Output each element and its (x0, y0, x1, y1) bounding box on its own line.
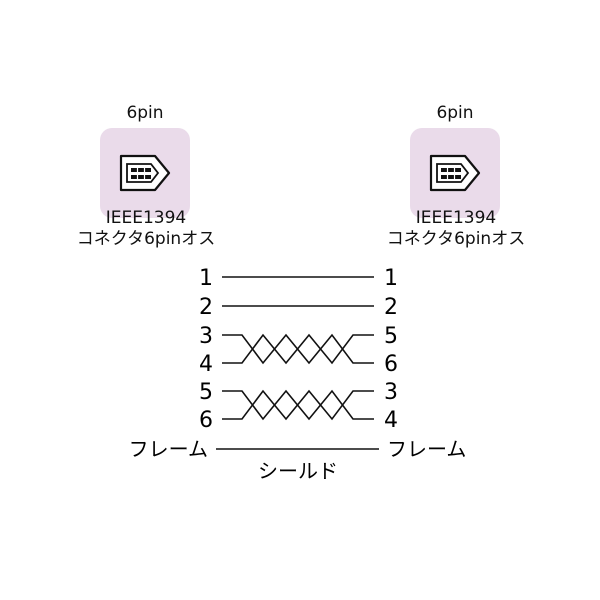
frame-label-left: フレーム (129, 437, 208, 461)
right-pin-3: 3 (384, 380, 398, 405)
left-connector-title-line1: IEEE1394 (105, 208, 187, 228)
shield-label: シールド (258, 459, 338, 483)
left-pin-6: 6 (199, 408, 213, 433)
right-connector-title-line2: コネクタ6pinオス (386, 229, 526, 249)
right-connector-title-line1: IEEE1394 (415, 208, 497, 228)
left-connector-box (100, 128, 190, 218)
right-pin-label: 6pin (436, 103, 474, 123)
right-connector-title: IEEE1394 コネクタ6pinオス (356, 208, 556, 250)
left-pin-3: 3 (199, 324, 213, 349)
firewire-6pin-plug-icon (119, 154, 171, 192)
frame-label-right: フレーム (387, 437, 466, 461)
right-pin-4: 4 (384, 408, 398, 433)
twisted-pair-b (222, 389, 374, 421)
left-connector-title: IEEE1394 コネクタ6pinオス (46, 208, 246, 250)
twisted-pair-a (222, 333, 374, 365)
right-connector-box (410, 128, 500, 218)
left-pin-label: 6pin (126, 103, 164, 123)
left-pin-5: 5 (199, 380, 213, 405)
firewire-6pin-plug-icon (429, 154, 481, 192)
left-pin-2: 2 (199, 295, 213, 320)
right-pin-1: 1 (384, 266, 398, 291)
left-pin-1: 1 (199, 266, 213, 291)
right-pin-5: 5 (384, 324, 398, 349)
left-connector-title-line2: コネクタ6pinオス (76, 229, 216, 249)
right-pin-2: 2 (384, 295, 398, 320)
right-pin-6: 6 (384, 352, 398, 377)
left-pin-4: 4 (199, 352, 213, 377)
